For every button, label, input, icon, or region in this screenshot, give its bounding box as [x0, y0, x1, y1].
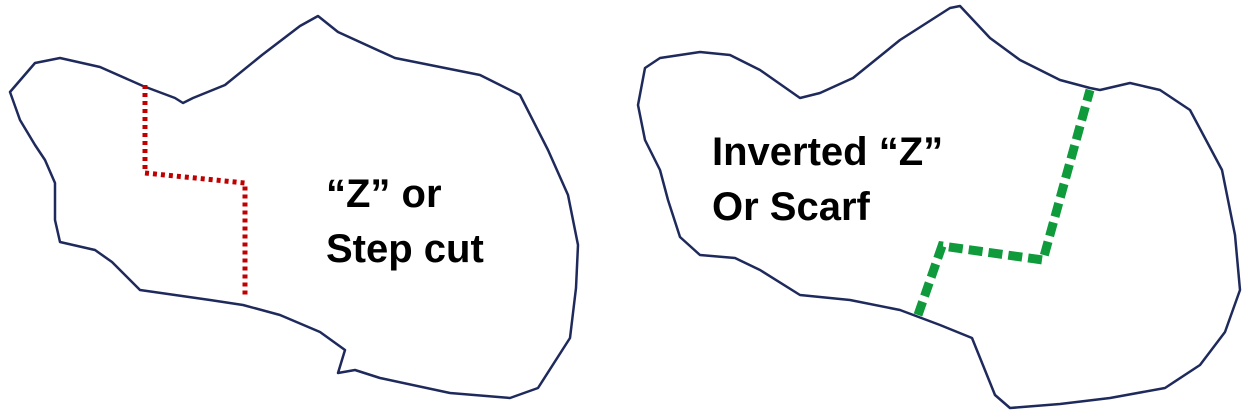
panel-step-cut: “Z” or Step cut [8, 14, 580, 400]
scarf-cut-line [913, 88, 1095, 317]
step-cut-label-line-1: “Z” or [326, 172, 442, 216]
panel-scarf: Inverted “Z” Or Scarf [636, 4, 1242, 410]
scarf-label-line-2: Or Scarf [712, 185, 871, 229]
bone-outline-left [8, 14, 580, 400]
bone-outline-right [636, 4, 1242, 410]
step-cut-label-line-2: Step cut [326, 227, 484, 271]
step-cut-line [142, 85, 248, 297]
scarf-label-line-1: Inverted “Z” [712, 130, 943, 174]
